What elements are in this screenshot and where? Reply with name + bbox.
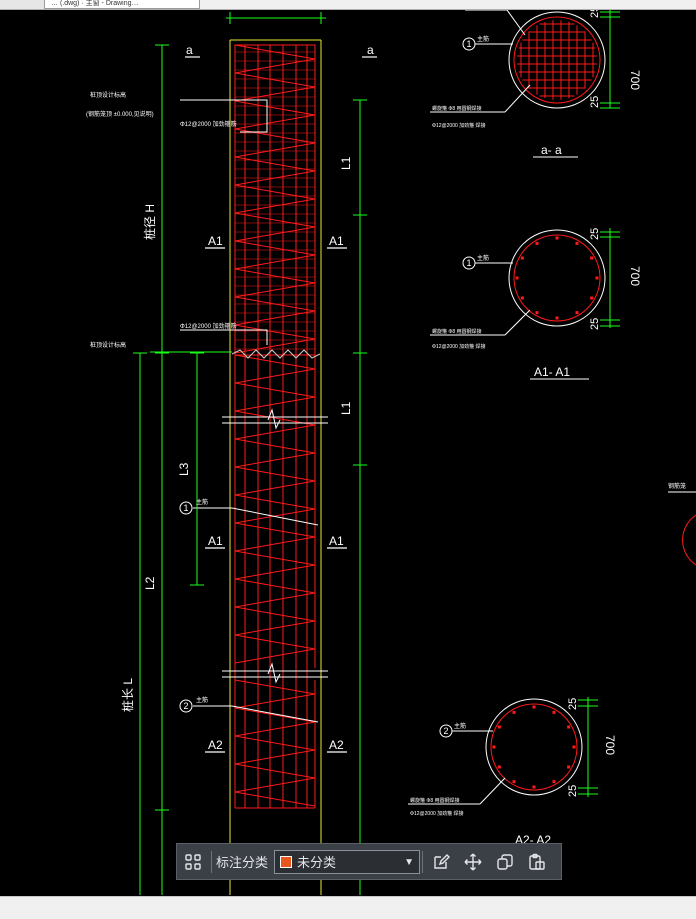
chevron-down-icon: ▼ [404, 856, 415, 868]
dim-label-l2: L2 [143, 576, 157, 590]
callouts-elevation [179, 501, 193, 713]
section-title-aa: a- a [541, 143, 562, 157]
drawing-canvas[interactable]: a a A1 A1 A1 A1 A2 A2 L1 L1 L3 L2 桩长 L 桩… [0, 5, 696, 896]
section-label-a1-right-bottom: A1 [329, 534, 344, 548]
category-select-value: 未分类 [297, 855, 337, 870]
dim-aa-diameter: 700 [628, 70, 642, 90]
a2-note-2: Φ12@2000 加劲箍 焊接 [410, 810, 464, 817]
callout-number-1: 1 [183, 503, 188, 513]
toolbar-separator [422, 850, 424, 873]
section-label-a2-left: A2 [208, 738, 223, 752]
dim-aa-cover-bottom: 25 [589, 96, 601, 108]
dim-label-l3: L3 [177, 462, 191, 476]
move-icon[interactable] [457, 844, 489, 879]
status-bar [0, 896, 696, 919]
section-mark-lines [185, 56, 377, 753]
category-color-swatch [280, 855, 293, 868]
section-title-a1: A1- A1 [534, 365, 570, 379]
rebar-cage-top [234, 44, 316, 356]
dim-aa-cover-top: 25 [589, 10, 601, 18]
a1-note-2: Φ12@2000 加劲箍 焊接 [432, 343, 486, 350]
aa-note-2: Φ12@2000 加劲箍 焊接 [432, 122, 486, 129]
section-a-a [430, 5, 620, 158]
paste-icon[interactable] [521, 844, 553, 879]
cad-drawing: a a A1 A1 A1 A1 A2 A2 L1 L1 L3 L2 桩长 L 桩… [86, 5, 696, 895]
toolbar-label: 标注分类 [216, 855, 269, 870]
dim-a2-diameter: 700 [603, 735, 617, 755]
dim-label-pile-dia: 桩径 H [142, 204, 157, 240]
annotation-top-left-1: 桩顶设计标高 [90, 91, 126, 99]
annotation-right-edge: 钢筋笼 [668, 482, 686, 490]
partial-section-right [682, 514, 696, 566]
rebar-cage-mid [234, 354, 316, 809]
grid-icon[interactable] [177, 844, 209, 879]
annotation-spiral-1: Φ12@2000 加劲箍筋 [180, 120, 237, 128]
dim-a1-cover-bottom: 25 [589, 318, 601, 330]
a2-bar-label: 主筋 [454, 722, 466, 730]
dim-label-l1-bottom: L1 [339, 401, 353, 415]
dim-a2-cover-bottom: 25 [567, 785, 579, 797]
section-label-a-right: a [367, 43, 374, 57]
callout-aa-number: 1 [466, 39, 471, 49]
dim-label-l1-top: L1 [339, 156, 353, 170]
toolbar-separator [211, 850, 212, 873]
callout-a2-number: 2 [443, 726, 448, 736]
section-a1-a1 [430, 228, 620, 380]
a1-bar-label: 主筋 [477, 254, 489, 262]
dim-a2-cover-top: 25 [567, 698, 579, 710]
aa-note-1: 螺旋箍 Φ8 用圆钢焊接 [432, 105, 482, 112]
title-bar-left [0, 0, 45, 9]
annotation-spiral-2: Φ12@2000 加劲箍筋 [180, 322, 237, 330]
annotation-bar-1: 主筋 [196, 498, 208, 506]
annotation-top-left-2: (钢筋笼顶 ±0.000,见说明) [86, 110, 154, 118]
dimension-lines [133, 12, 367, 895]
edit-icon[interactable] [425, 844, 457, 879]
copy-icon[interactable] [489, 844, 521, 879]
section-label-a-left: a [186, 43, 193, 57]
section-label-a1-right-top: A1 [329, 234, 344, 248]
annotation-bar-2: 主筋 [196, 696, 208, 704]
pile-outline [229, 39, 322, 895]
dim-a1-diameter: 700 [628, 266, 642, 286]
category-select[interactable]: 未分类 ▼ [274, 849, 421, 874]
callout-number-2: 2 [183, 701, 188, 711]
annotation-left-mid: 桩顶设计标高 [90, 341, 126, 349]
section-label-a1-left-top: A1 [208, 234, 223, 248]
section-label-a1-left-bottom: A1 [208, 534, 223, 548]
dim-label-pile-length: 桩长 L [120, 678, 135, 712]
document-tab[interactable]: … (.dwg) · 主窗 - Drawing… [44, 0, 200, 9]
bar-leaders [180, 99, 319, 723]
dim-a1-cover-top: 25 [589, 228, 601, 240]
title-bar: … (.dwg) · 主窗 - Drawing… [0, 0, 696, 10]
a1-note-1: 螺旋箍 Φ8 用圆钢焊接 [432, 328, 482, 335]
a2-note-1: 螺旋箍 Φ8 用圆钢焊接 [410, 797, 460, 804]
section-label-a2-right: A2 [329, 738, 344, 752]
callout-a1-number: 1 [466, 258, 471, 268]
break-lines [222, 349, 328, 684]
aa-bar-label: 主筋 [477, 35, 489, 43]
annotation-toolbar: 标注分类 未分类 ▼ [176, 843, 562, 880]
section-a2-a2 [408, 697, 598, 805]
